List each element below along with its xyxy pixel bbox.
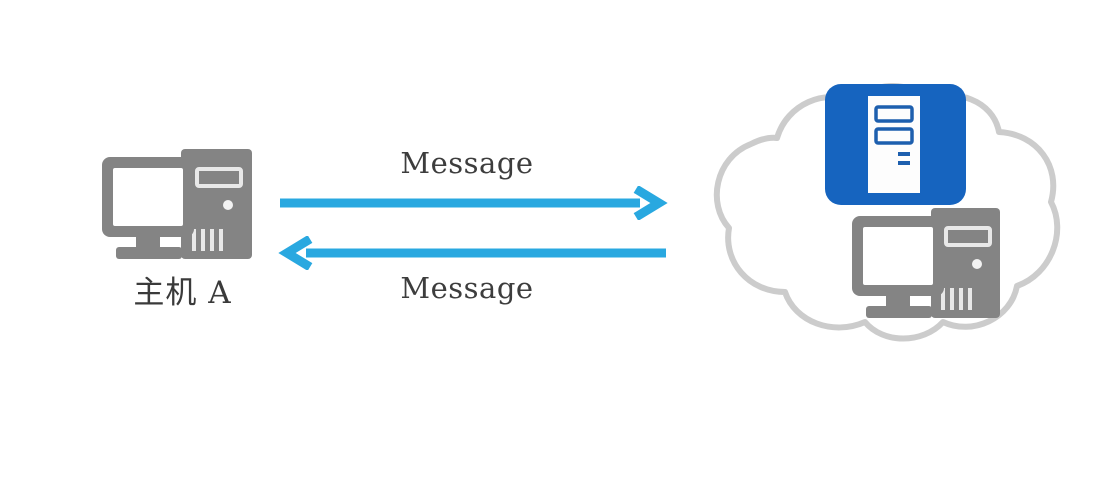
message-backward-arrow — [278, 236, 666, 270]
desktop-computer-icon — [102, 149, 252, 259]
message-label-forward: Message — [400, 146, 534, 180]
network-cloud-group — [655, 60, 1075, 360]
message-forward-arrow — [280, 186, 668, 220]
host-a-label: 主机 A — [133, 275, 232, 311]
host-a-node: 主机 A — [100, 143, 270, 328]
desktop-computer-icon — [852, 208, 1000, 318]
message-label-backward: Message — [400, 271, 534, 305]
server-tower-icon — [825, 84, 966, 205]
